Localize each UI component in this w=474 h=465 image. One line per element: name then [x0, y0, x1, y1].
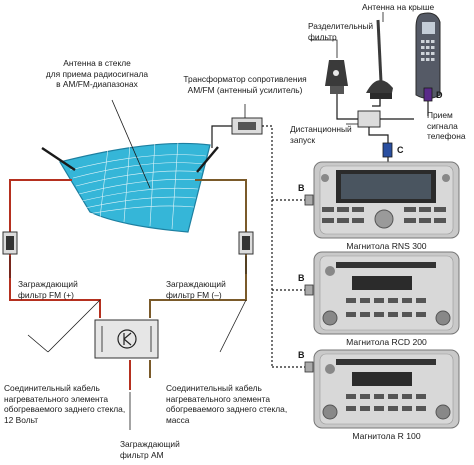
- caption-rns300: Магнитола RNS 300: [346, 241, 427, 251]
- label-cable-12v: Соединительный кабель нагревательного эл…: [4, 383, 126, 425]
- impedance-transformer-component: [231, 117, 263, 135]
- radio-r100-unit: [313, 349, 460, 429]
- label-phone-reception: Прием сигнала телефона: [427, 110, 466, 141]
- connector-b3: [304, 361, 314, 373]
- label-am-filter: Заграждающий фильтр AM: [120, 439, 180, 460]
- label-glass-antenna: Антенна в стекле для приема радиосигнала…: [45, 58, 149, 89]
- rear-window-glass: [59, 140, 211, 233]
- connector-c: [382, 142, 393, 158]
- fm-minus-filter-component: [238, 231, 254, 255]
- label-impedance-transformer: Трансформатор сопротивления AM/FM (антен…: [183, 74, 307, 95]
- glass-lead-right: [196, 146, 219, 173]
- roof-antenna-cable: [372, 99, 381, 107]
- splitter-to-transformer-line: [336, 112, 358, 120]
- splitter-module: [325, 60, 348, 112]
- label-leaders: [9, 99, 247, 430]
- label-cable-ground: Соединительный кабель нагревательного эл…: [166, 383, 288, 425]
- connector-c-label: C: [397, 145, 404, 155]
- splitter-out-line: [368, 127, 389, 146]
- caption-r100: Магнитола R 100: [352, 431, 421, 441]
- roof-antenna-component: [366, 19, 393, 99]
- connector-b2: [304, 284, 314, 296]
- connector-b1-label: B: [298, 183, 305, 193]
- glass-lead-left: [41, 147, 76, 171]
- phone-handset-component: [415, 12, 441, 99]
- label-fm-minus-filter: Заграждающий фильтр FM (–): [166, 279, 226, 300]
- connector-b3-label: B: [298, 350, 305, 360]
- radio-rcd200-unit: [313, 251, 460, 335]
- radio-rns300-unit: [313, 161, 460, 239]
- label-remote-start: Дистанционный запуск: [290, 124, 352, 145]
- connector-d-label: D: [436, 90, 443, 100]
- am-filter-component: [94, 319, 159, 359]
- fm-plus-filter-component: [2, 231, 18, 255]
- antenna-feed-lines: [262, 125, 312, 368]
- label-splitter-filter: Разделительный фильтр: [308, 21, 374, 42]
- splitter-filter-component: [357, 110, 381, 128]
- connector-d: [423, 87, 433, 102]
- connector-b2-label: B: [298, 273, 305, 283]
- connector-b1: [304, 194, 314, 206]
- caption-rcd200: Магнитола RCD 200: [346, 337, 427, 347]
- splitter-leader: [310, 39, 338, 58]
- label-fm-plus-filter: Заграждающий фильтр FM (+): [18, 279, 78, 300]
- heater-wire-left: [9, 179, 101, 318]
- transformer-lead: [211, 125, 232, 148]
- label-roof-antenna: Антенна на крыше: [362, 2, 435, 12]
